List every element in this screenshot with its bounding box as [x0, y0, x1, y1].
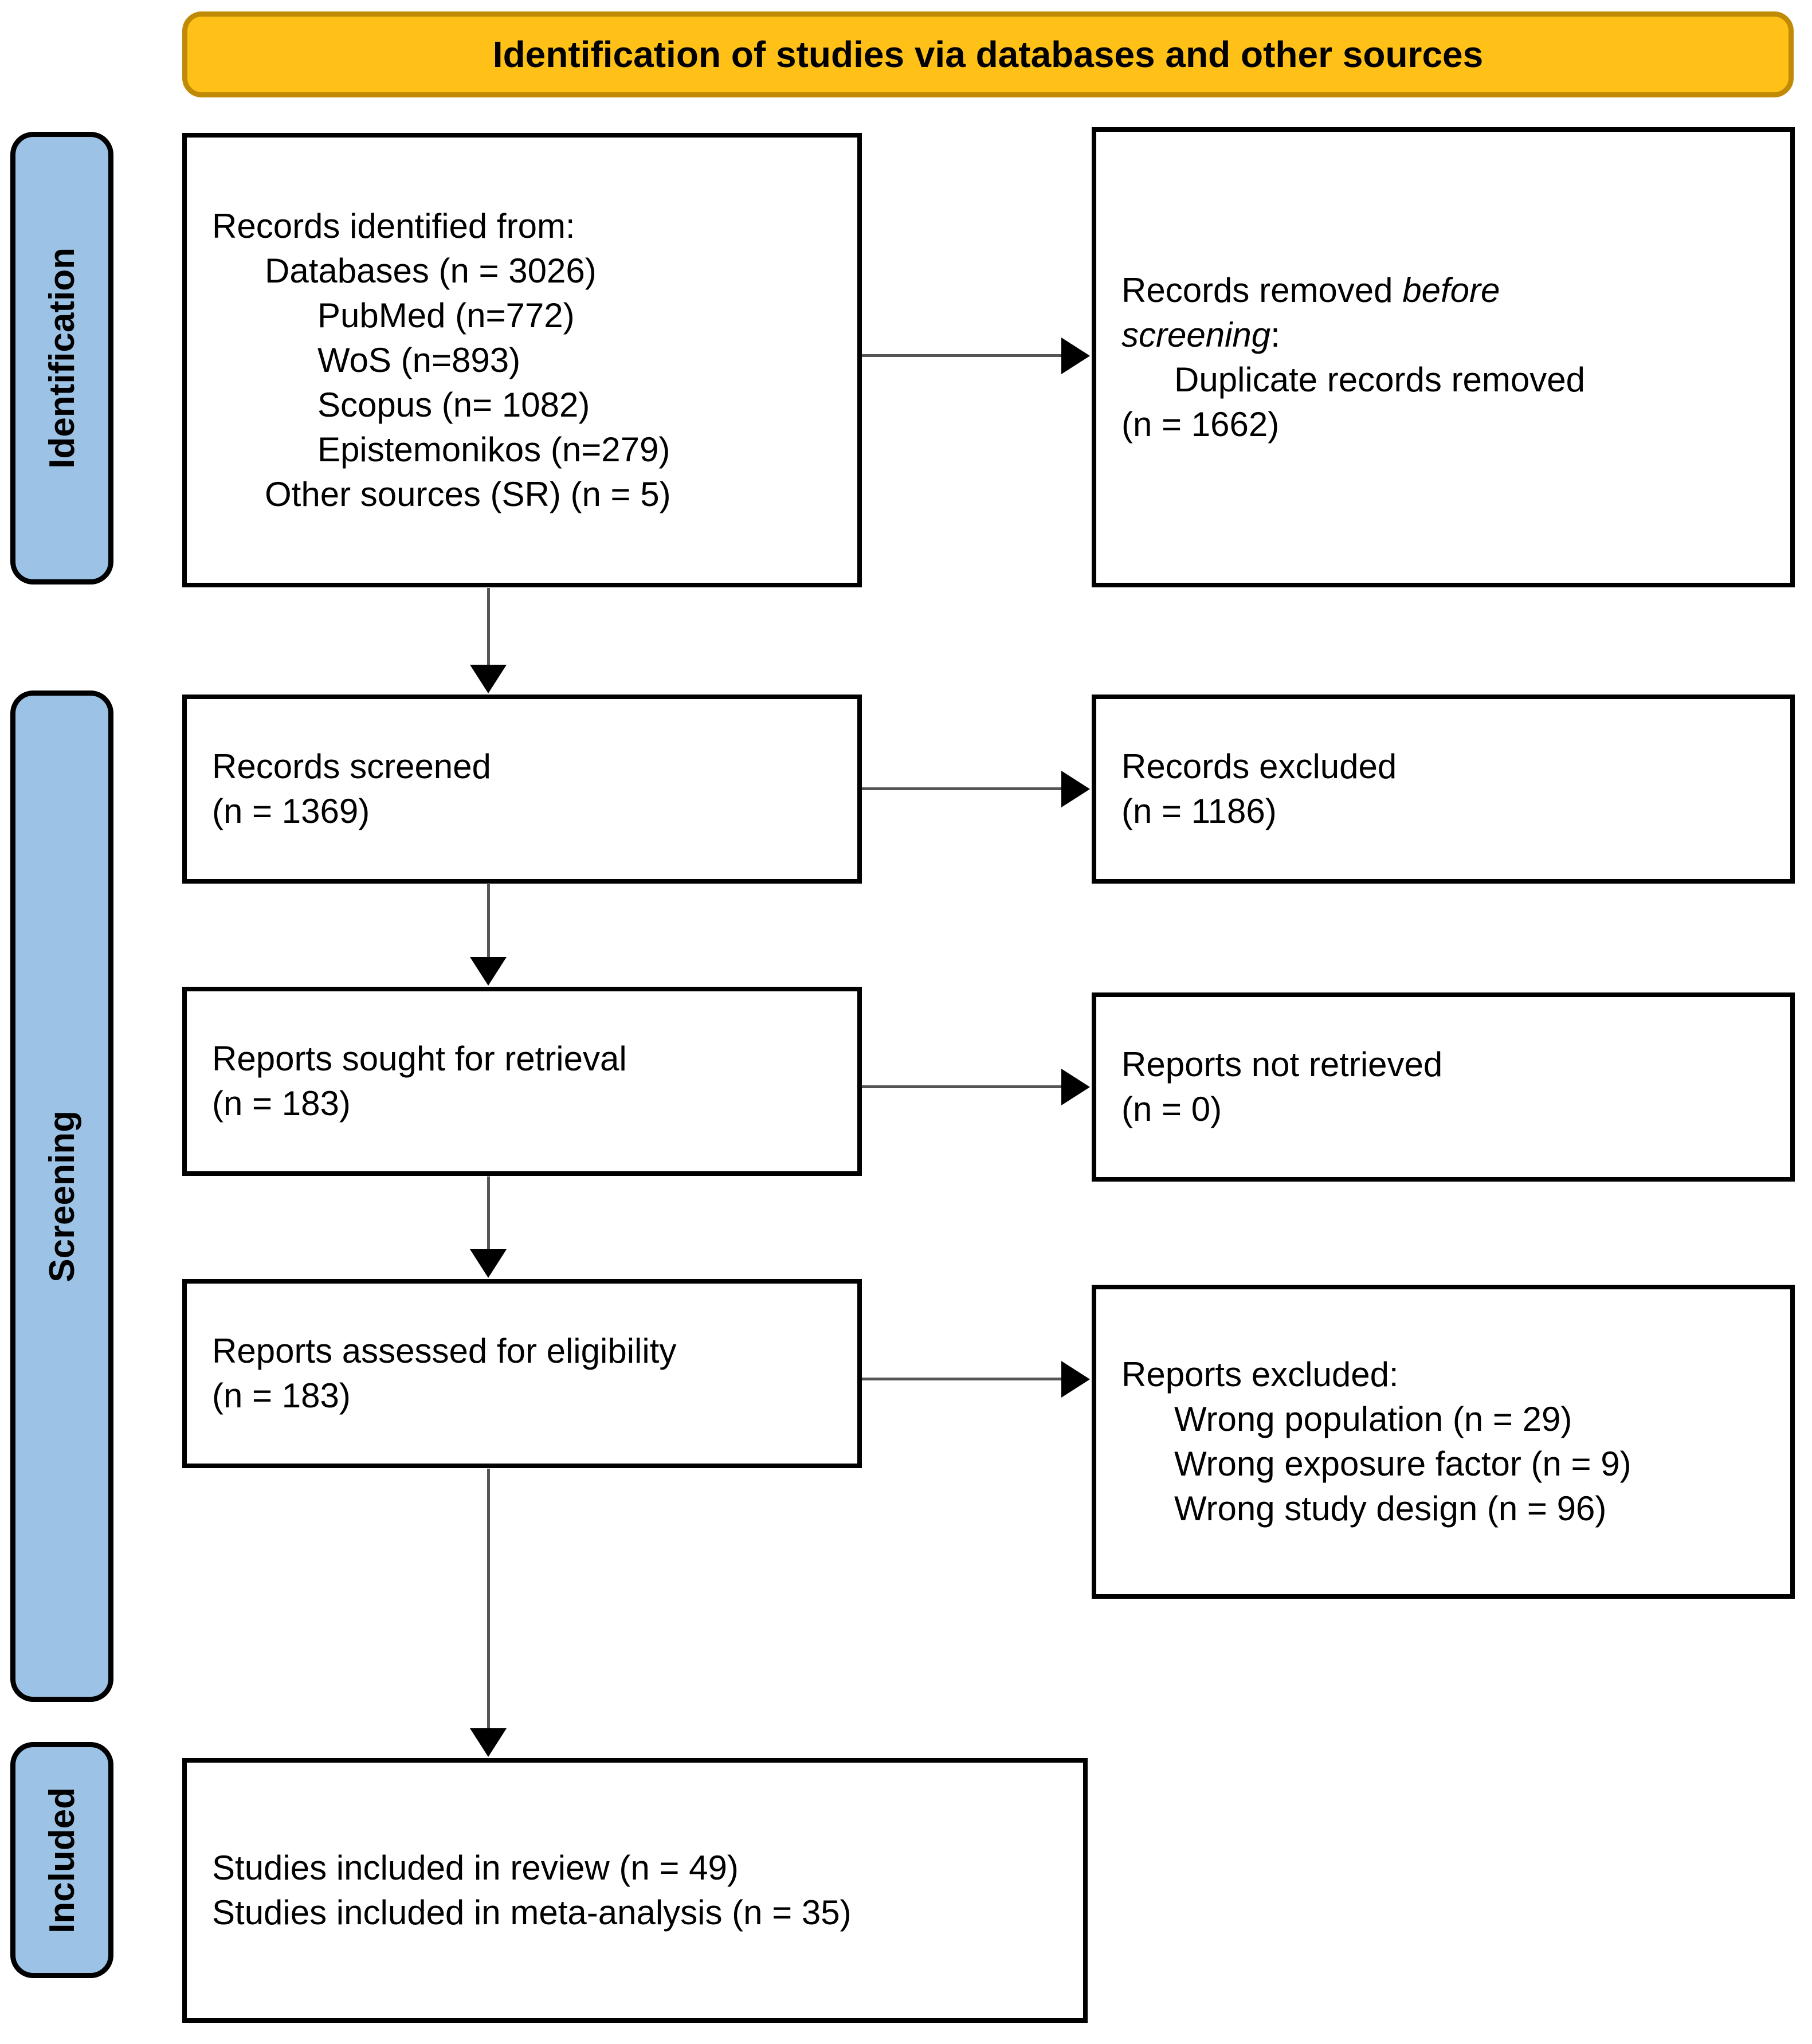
records-removed-text-screening: screening	[1121, 315, 1271, 354]
records-removed-text-a: Records removed	[1121, 270, 1403, 309]
reports-sought-line-1: (n = 183)	[212, 1084, 351, 1123]
records-removed-line-3: (n = 1662)	[1121, 405, 1280, 444]
records-identified-line-0: Records identified from:	[212, 206, 575, 245]
studies-included-line-0: Studies included in review (n = 49)	[212, 1849, 739, 1887]
arrow-sought-to-assessed-line	[487, 1176, 490, 1265]
reports-excluded-line-0: Reports excluded:	[1121, 1355, 1399, 1394]
box-reports-not-retrieved: Reports not retrieved (n = 0)	[1092, 992, 1795, 1182]
records-screened-line-0: Records screened	[212, 747, 491, 786]
records-removed-line-2: Duplicate records removed	[1174, 360, 1585, 399]
box-records-excluded: Records excluded (n = 1186)	[1092, 695, 1795, 884]
studies-included-line-1: Studies included in meta-analysis (n = 3…	[212, 1893, 852, 1932]
records-identified-line-5: Epistemonikos (n=279)	[317, 430, 670, 469]
reports-excluded-line-3: Wrong study design (n = 96)	[1174, 1489, 1607, 1528]
arrow-identified-to-removed-line	[862, 354, 1064, 357]
arrow-assessed-to-included-head	[470, 1728, 507, 1757]
box-records-identified: Records identified from: Databases (n = …	[182, 133, 862, 587]
box-reports-assessed: Reports assessed for eligibility (n = 18…	[182, 1279, 862, 1468]
reports-not-retrieved-line-0: Reports not retrieved	[1121, 1045, 1443, 1084]
phase-label-screening: Screening	[42, 1110, 82, 1282]
arrow-screened-to-sought-line	[487, 884, 490, 973]
records-identified-line-3: WoS (n=893)	[317, 340, 521, 379]
arrow-sought-to-assessed-head	[470, 1249, 507, 1278]
box-studies-included: Studies included in review (n = 49) Stud…	[182, 1758, 1088, 2023]
records-excluded-line-1: (n = 1186)	[1121, 792, 1277, 830]
arrow-assessed-to-excluded-line	[862, 1378, 1064, 1380]
header-title: Identification of studies via databases …	[492, 34, 1484, 75]
phase-label-included: Included	[42, 1787, 82, 1933]
records-removed-text-colon: :	[1270, 315, 1280, 354]
reports-excluded-line-2: Wrong exposure factor (n = 9)	[1174, 1445, 1631, 1483]
records-identified-line-6: Other sources (SR) (n = 5)	[265, 474, 671, 513]
box-records-removed: Records removed before screening: Duplic…	[1092, 127, 1795, 587]
box-reports-excluded: Reports excluded: Wrong population (n = …	[1092, 1285, 1795, 1599]
reports-not-retrieved-line-1: (n = 0)	[1121, 1090, 1222, 1128]
reports-sought-line-0: Reports sought for retrieval	[212, 1039, 627, 1078]
phase-band-included: Included	[10, 1742, 113, 1978]
records-identified-line-4: Scopus (n= 1082)	[317, 385, 590, 424]
reports-excluded-line-1: Wrong population (n = 29)	[1174, 1400, 1572, 1438]
arrow-assessed-to-included-line	[487, 1469, 490, 1729]
arrow-sought-to-not-retrieved-line	[862, 1085, 1064, 1088]
records-removed-text-before: before	[1402, 270, 1500, 309]
arrow-identified-to-screened-head	[470, 665, 507, 693]
arrow-identified-to-screened-line	[487, 588, 490, 681]
header-banner: Identification of studies via databases …	[182, 11, 1794, 97]
arrow-screened-to-sought-head	[470, 957, 507, 986]
records-identified-line-1: Databases (n = 3026)	[265, 251, 597, 290]
records-removed-line-1: screening:	[1121, 313, 1765, 358]
arrow-screened-to-excluded-head	[1061, 771, 1090, 807]
box-reports-sought: Reports sought for retrieval (n = 183)	[182, 987, 862, 1176]
records-excluded-line-0: Records excluded	[1121, 747, 1397, 786]
arrow-assessed-to-excluded-head	[1061, 1361, 1090, 1398]
phase-band-identification: Identification	[10, 132, 113, 584]
phase-label-identification: Identification	[42, 248, 82, 469]
arrow-sought-to-not-retrieved-head	[1061, 1069, 1090, 1105]
box-records-screened: Records screened (n = 1369)	[182, 695, 862, 884]
phase-band-screening: Screening	[10, 691, 113, 1702]
reports-assessed-line-1: (n = 183)	[212, 1376, 351, 1415]
arrow-identified-to-removed-head	[1061, 338, 1090, 374]
reports-assessed-line-0: Reports assessed for eligibility	[212, 1332, 677, 1370]
records-removed-line-0: Records removed before	[1121, 268, 1765, 313]
records-identified-line-2: PubMed (n=772)	[317, 296, 575, 335]
arrow-screened-to-excluded-line	[862, 787, 1064, 790]
records-screened-line-1: (n = 1369)	[212, 792, 370, 830]
